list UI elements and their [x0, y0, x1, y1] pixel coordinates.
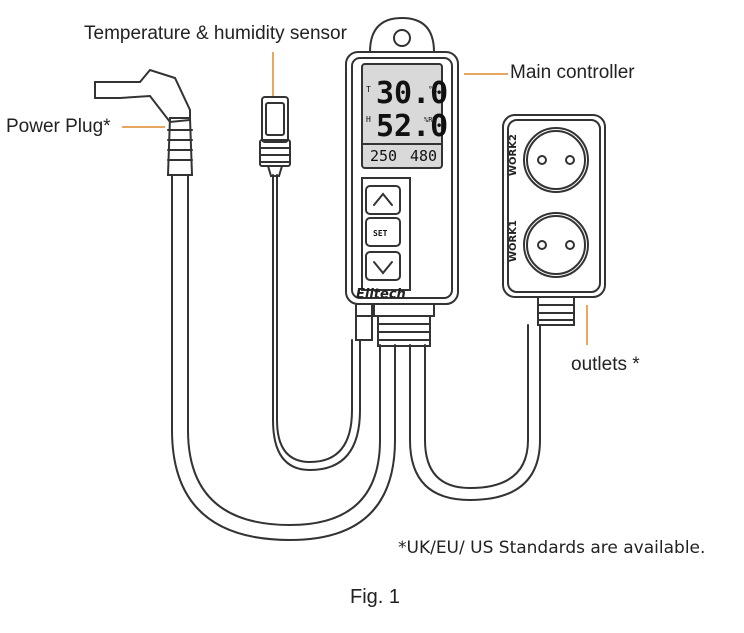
- brand-logo: Elitech: [356, 287, 406, 302]
- sensor-label: Temperature & humidity sensor: [84, 23, 347, 44]
- display-bottom-right: 480: [410, 147, 437, 165]
- display-bottom-left: 250: [370, 147, 397, 165]
- hum-unit: %RH: [424, 116, 437, 124]
- hum-value: 52.0: [376, 109, 448, 144]
- plug-label: Power Plug*: [6, 116, 111, 137]
- socket-label-work2: WORK2: [508, 134, 519, 176]
- outlets-label: outlets *: [571, 354, 640, 375]
- controller-label: Main controller: [510, 62, 635, 83]
- leader-lines: [122, 52, 588, 345]
- power-plug: [94, 68, 194, 176]
- temp-value: 30.0: [376, 76, 448, 111]
- main-controller: [345, 16, 459, 347]
- outlet-box: [502, 114, 606, 326]
- sensor-probe: [259, 96, 291, 177]
- temp-unit: °C: [428, 85, 438, 94]
- hum-prefix: H: [366, 115, 371, 124]
- outlet-cable: [409, 324, 541, 502]
- socket-label-work1: WORK1: [508, 220, 519, 262]
- set-button-label: SET: [373, 229, 388, 238]
- temp-prefix: T: [366, 85, 371, 94]
- standards-footnote: *UK/EU/ US Standards are available.: [398, 538, 706, 558]
- figure-caption: Fig. 1: [350, 586, 401, 608]
- plug-cable: [171, 174, 396, 542]
- sensor-cable: [272, 174, 361, 472]
